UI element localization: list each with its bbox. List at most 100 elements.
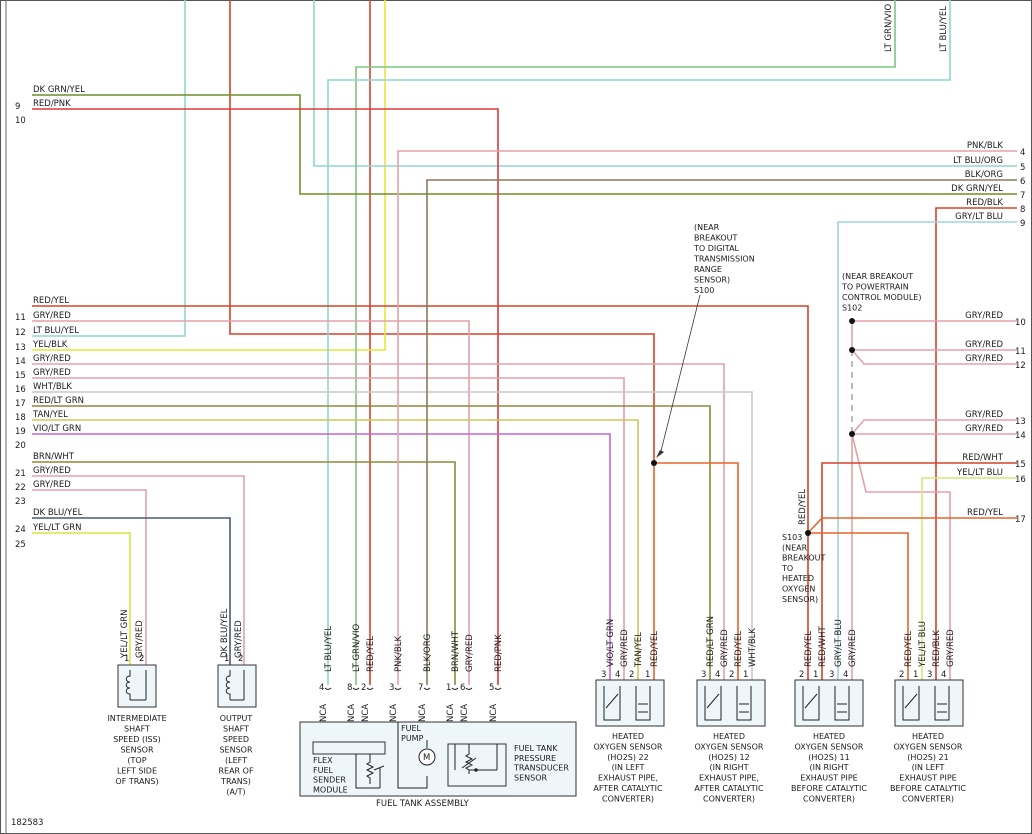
left-pin-number: 19 xyxy=(15,427,26,437)
o2-caption-line: HEATED xyxy=(813,732,845,741)
pressure-junction xyxy=(474,768,478,772)
caption-line: BREAKOUT xyxy=(782,554,826,563)
connector-arc xyxy=(394,687,402,690)
o2-caption-line: CONVERTER) xyxy=(602,794,654,803)
iss-coil-icon xyxy=(125,670,147,701)
fuel-tank-wire-label: PNK/BLK xyxy=(394,636,404,672)
right-pin-wire-label: RED/WHT xyxy=(962,453,1003,463)
o2-caption-line: BEFORE CATALYTIC xyxy=(890,784,966,793)
o2-pin: 3 xyxy=(601,670,606,680)
wire-gry-red-16 xyxy=(32,377,625,685)
fuel-tank-pin: 3 xyxy=(389,683,394,693)
wire-yel-lt-blu xyxy=(921,477,1017,685)
o2-pin: 4 xyxy=(615,670,620,680)
right-pin-wire-label: GRY/LT BLU xyxy=(955,212,1003,222)
right-pin-number: 15 xyxy=(1015,460,1026,470)
caption-line: SHAFT xyxy=(223,725,249,734)
right-pin-wire-label: GRY/RED xyxy=(965,311,1003,321)
oxygen-sensor-2: RED/LT GRN3GRY/RED4RED/YEL2WHT/BLK1HEATE… xyxy=(694,616,766,803)
left-pin-number: 23 xyxy=(15,497,26,507)
fuel-tank-pin: 2 xyxy=(361,683,366,693)
wire-tan-yel xyxy=(32,419,639,685)
iss-wire-label-2: GRY/RED xyxy=(135,620,145,658)
o2-wire-label: RED/BLK xyxy=(932,630,942,667)
wire-s100-out xyxy=(654,462,739,685)
connector-arc xyxy=(451,687,459,690)
wire-lt-blu-yel xyxy=(327,0,951,685)
caption-line: SENSOR xyxy=(514,773,547,782)
right-pin-wire-label: GRY/RED xyxy=(965,340,1003,350)
o2-sensor-element-icon xyxy=(603,686,651,721)
caption-line: HEATED xyxy=(782,574,814,583)
oss-wire-label-2: GRY/RED xyxy=(234,620,244,658)
o2-caption-line: (IN LEFT xyxy=(912,763,945,772)
o2-wire-label: VIO/LT GRN xyxy=(606,619,616,667)
wire-yel-lt-grn xyxy=(32,532,131,665)
caption-line: FLEX xyxy=(313,756,333,765)
o2-sensor-element-icon xyxy=(704,686,752,721)
caption-line: (NEAR BREAKOUT xyxy=(842,272,913,281)
o2-wire-label: YEL/LT BLU xyxy=(918,621,928,668)
caption-line: SENSOR) xyxy=(694,276,730,285)
caption-line: SENSOR xyxy=(120,746,153,755)
caption-line: SPEED (ISS) xyxy=(113,735,160,744)
o2-wire-label: WHT/BLK xyxy=(748,628,758,667)
left-pin-wire-label: RED/LT GRN xyxy=(33,396,84,406)
right-pin-wire-label: GRY/RED xyxy=(965,410,1003,420)
fuel-tank-wire-label: LT GRN/VIO xyxy=(352,624,362,672)
left-pin-number: 15 xyxy=(15,371,26,381)
o2-caption-line: OXYGEN SENSOR xyxy=(594,742,663,751)
right-pin-number: 10 xyxy=(1015,318,1026,328)
iss-wire-label-1: YEL/LT GRN xyxy=(120,610,130,659)
o2-pin: 2 xyxy=(629,670,634,680)
right-pin-number: 6 xyxy=(1020,177,1025,187)
caption-line: OUTPUT xyxy=(220,714,253,723)
right-pin-number: 11 xyxy=(1015,347,1026,357)
right-pin-wire-label: GRY/RED xyxy=(965,354,1003,364)
fuel-tank-nca: NCA xyxy=(446,704,456,722)
right-pin-number: 9 xyxy=(1020,219,1025,229)
connector-arc xyxy=(494,687,502,690)
wire-vio-lt-grn xyxy=(32,433,611,685)
o2-pin: 3 xyxy=(701,670,706,680)
o2-caption-line: (HO2S) 11 xyxy=(808,753,849,762)
fuel-pump-motor-icon xyxy=(418,748,436,766)
o2-pin: 4 xyxy=(843,670,848,680)
caption-line: CONTROL MODULE) xyxy=(842,293,921,302)
o2-wire-label: GRY/RED xyxy=(946,629,956,667)
o2-caption-line: (IN LEFT xyxy=(612,763,645,772)
o2-caption-line: BEFORE CATALYTIC xyxy=(791,784,867,793)
o2-sensor-body xyxy=(696,679,766,727)
wire-red-pnk xyxy=(32,108,499,685)
left-pin-number: 17 xyxy=(15,399,26,409)
fuel-tank-pin: 4 xyxy=(319,683,324,693)
o2-wire-label: TAN/YEL xyxy=(634,632,644,668)
left-pin-wire-label: YEL/BLK xyxy=(32,340,68,350)
connector-arc xyxy=(324,687,332,690)
o2-pin: 1 xyxy=(913,670,918,680)
o2-sensor-element-icon xyxy=(802,686,850,721)
wire-gry-red-15 xyxy=(32,363,725,685)
flex-sender-box xyxy=(312,741,386,755)
left-pin-wire-label: DK BLU/YEL xyxy=(33,508,83,518)
iss-pin-2: 2 xyxy=(139,654,144,664)
oxygen-sensors: VIO/LT GRN3GRY/RED4TAN/YEL2RED/YEL1HEATE… xyxy=(593,616,966,803)
o2-sensor-body xyxy=(894,679,964,727)
top-label-lt-grn-vio: LT GRN/VIO xyxy=(884,4,894,52)
fuel-tank-wire-label: GRY/RED xyxy=(465,634,475,672)
pump-wire xyxy=(397,722,428,789)
left-pin-wire-label: GRY/RED xyxy=(33,466,71,476)
right-pin-number: 12 xyxy=(1015,361,1026,371)
left-pin-wire-label: LT BLU/YEL xyxy=(33,326,79,336)
wire-red-lt-grn xyxy=(32,405,711,685)
s100-leader xyxy=(659,294,701,456)
fuel-pump-motor-glyph: M xyxy=(423,753,430,763)
right-pin-number: 5 xyxy=(1020,163,1025,173)
fuel-tank-pin: 1 xyxy=(446,683,451,693)
wire-red-wht-15 xyxy=(821,462,1017,685)
